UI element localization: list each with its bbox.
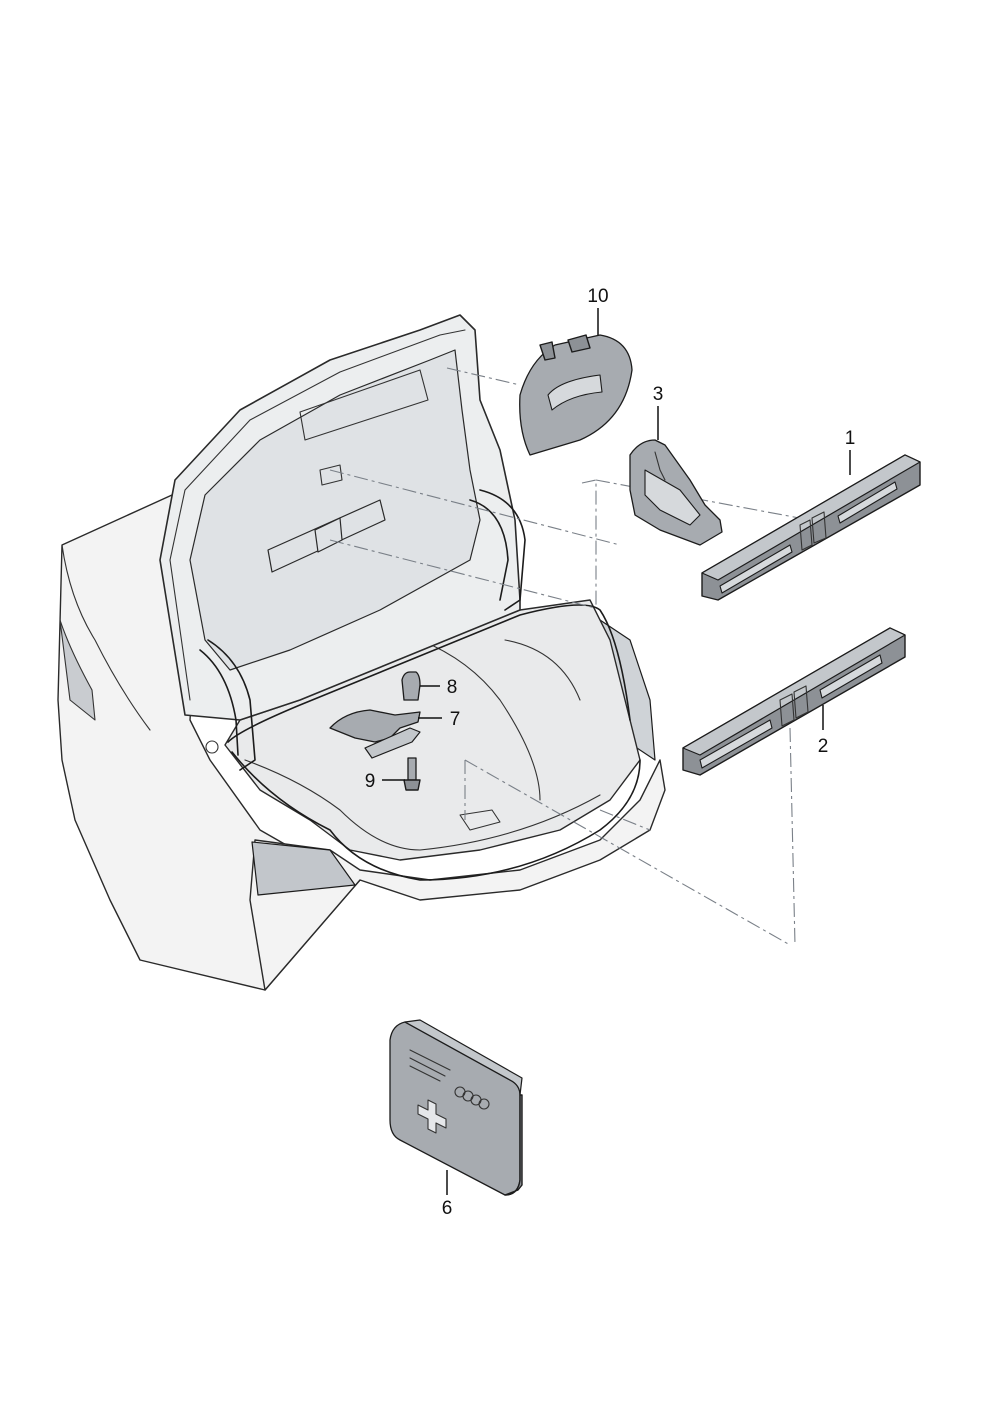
part-9-screw — [403, 757, 421, 791]
callout-9: 9 — [365, 771, 376, 792]
first-aid-cross-icon — [417, 1099, 447, 1134]
callout-10: 10 — [587, 286, 608, 307]
callout-3: 3 — [653, 384, 664, 405]
callout-7: 7 — [450, 709, 461, 730]
part-1-warning-triangle-case — [701, 454, 921, 601]
callout-2: 2 — [818, 736, 829, 757]
part-3-bracket — [629, 439, 723, 546]
callout-labels: 10 3 1 2 8 7 9 6 — [365, 286, 856, 1219]
part-2-warning-triangle-case — [682, 627, 906, 776]
trunk-lid — [159, 314, 526, 771]
part-8-clip — [401, 671, 421, 701]
callout-8: 8 — [447, 677, 458, 698]
part-10-triangle-holder — [519, 334, 633, 456]
callout-6: 6 — [442, 1198, 453, 1219]
callout-leaders — [382, 308, 851, 1195]
callout-1: 1 — [845, 428, 856, 449]
part-6-first-aid-kit — [389, 1019, 523, 1196]
part-7-wheel-chock — [329, 709, 421, 759]
four-rings-logo-icon — [454, 1086, 490, 1110]
